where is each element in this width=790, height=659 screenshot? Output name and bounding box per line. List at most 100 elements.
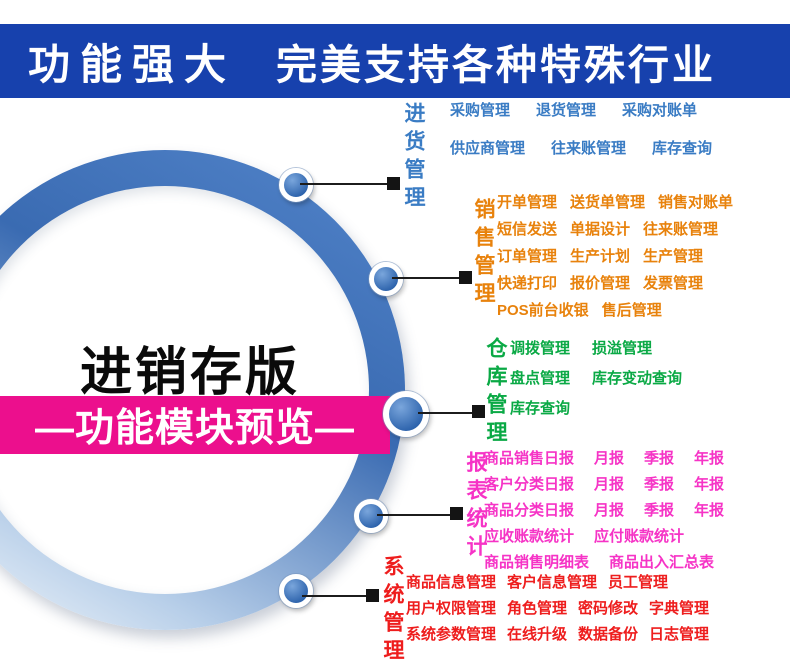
module-row: 供应商管理往来账管理库存查询 <box>450 140 712 158</box>
module-row: 采购管理 退货管理 采购对账单 <box>450 102 712 120</box>
module-row: 商品销售日报 月报 季报 年报 <box>484 450 724 468</box>
module-item: 损溢管理 <box>592 340 653 357</box>
node-dot-reports <box>354 499 388 533</box>
module-item: 季报 <box>644 476 675 493</box>
module-item: 客户分类日报 <box>484 476 575 493</box>
product-title: 进销存版 <box>79 344 300 402</box>
module-item: 系统参数管理 <box>406 626 497 643</box>
connector-bullet <box>387 177 400 190</box>
module-item: 盘点管理 <box>510 370 571 387</box>
module-row: 短信发送单据设计往来账管理 <box>497 221 733 239</box>
module-item: 年报 <box>694 502 725 519</box>
module-row: 库存查询 <box>510 400 682 418</box>
module-row: 调拨管理 损溢管理 <box>510 340 682 358</box>
module-item: 字典管理 <box>649 600 710 617</box>
hub-circle-inner <box>0 186 369 594</box>
header-banner: 功能强大 完美支持各种特殊行业 <box>0 24 790 98</box>
module-row: 用户权限管理角色管理密码修改字典管理 <box>406 600 709 618</box>
module-item: 在线升级 <box>507 626 568 643</box>
module-item: 生产管理 <box>643 248 704 265</box>
module-row: 商品分类日报 月报 季报 年报 <box>484 502 724 520</box>
connector-line <box>418 412 476 414</box>
node-dot-sales <box>369 262 403 296</box>
module-label: 系统管理 <box>381 555 404 659</box>
module-item: 开单管理 <box>497 194 558 211</box>
module-item: 调拨管理 <box>510 340 571 357</box>
module-items: 商品信息管理客户信息管理员工管理用户权限管理角色管理密码修改字典管理系统参数管理… <box>406 574 709 652</box>
hub-circle <box>0 150 405 630</box>
module-items: 采购管理 退货管理 采购对账单供应商管理往来账管理库存查询 <box>450 102 712 178</box>
module-item: 用户权限管理 <box>406 600 497 617</box>
module-item: 商品销售日报 <box>484 450 575 467</box>
module-item: 密码修改 <box>578 600 639 617</box>
module-item: 短信发送 <box>497 221 558 238</box>
module-item: 年报 <box>694 450 725 467</box>
module-item: 商品分类日报 <box>484 502 575 519</box>
module-item: 客户信息管理 <box>507 574 598 591</box>
node-dot-system <box>279 574 313 608</box>
module-item: 单据设计 <box>570 221 631 238</box>
module-item: 退货管理 <box>536 102 597 119</box>
module-item: 库存查询 <box>510 400 571 417</box>
module-row: 订单管理生产计划生产管理 <box>497 248 733 266</box>
module-item: 应收账款统计 <box>484 528 575 545</box>
connector-bullet <box>472 405 485 418</box>
module-item: 采购对账单 <box>622 102 698 119</box>
module-label: 仓库管理 <box>484 337 507 449</box>
module-item: POS前台收银 <box>497 302 589 319</box>
module-item: 发票管理 <box>643 275 704 292</box>
module-item: 生产计划 <box>570 248 631 265</box>
module-item: 报价管理 <box>570 275 631 292</box>
module-item: 库存变动查询 <box>592 370 683 387</box>
module-label: 销售管理 <box>472 198 495 310</box>
connector-line <box>392 277 462 279</box>
module-item: 月报 <box>594 476 625 493</box>
module-items: 商品销售日报月报季报年报客户分类日报月报季报年报商品分类日报月报季报年报应收账款… <box>484 450 724 580</box>
module-item: 季报 <box>644 502 675 519</box>
connector-bullet <box>459 271 472 284</box>
module-row: 盘点管理 库存变动查询 <box>510 370 682 388</box>
module-row: 系统参数管理在线升级数据备份日志管理 <box>406 626 709 644</box>
module-item: 快递打印 <box>497 275 558 292</box>
module-row: 应收账款统计 应付账款统计 <box>484 528 724 546</box>
banner-title-left: 功能强大 <box>28 40 237 88</box>
module-row: 开单管理送货单管理销售对账单 <box>497 194 733 212</box>
module-item: 数据备份 <box>578 626 639 643</box>
module-item: 年报 <box>694 476 725 493</box>
module-item: 商品出入汇总表 <box>609 554 715 571</box>
module-item: 库存查询 <box>652 140 713 157</box>
module-item: 送货单管理 <box>570 194 646 211</box>
module-row: 商品销售明细表 商品出入汇总表 <box>484 554 724 572</box>
module-item: 员工管理 <box>608 574 669 591</box>
module-item: 销售对账单 <box>658 194 734 211</box>
module-item: 商品销售明细表 <box>484 554 590 571</box>
connector-line <box>377 514 453 516</box>
module-label: 进货管理 <box>402 102 425 214</box>
module-items: 开单管理送货单管理销售对账单短信发送单据设计往来账管理订单管理生产计划生产管理快… <box>497 194 733 329</box>
connector-bullet <box>366 589 379 602</box>
module-preview-ribbon: —功能模块预览— <box>0 396 390 454</box>
connector-bullet <box>450 507 463 520</box>
module-item: 月报 <box>594 502 625 519</box>
module-item: 日志管理 <box>649 626 710 643</box>
module-row: 客户分类日报 月报 季报 年报 <box>484 476 724 494</box>
module-item: 月报 <box>594 450 625 467</box>
module-item: 角色管理 <box>507 600 568 617</box>
module-label: 报表统计 <box>464 451 487 563</box>
module-item: 季报 <box>644 450 675 467</box>
module-item: 供应商管理 <box>450 140 526 157</box>
module-items: 调拨管理 损溢管理盘点管理 库存变动查询库存查询 <box>510 340 682 430</box>
module-item: 采购管理 <box>450 102 511 119</box>
module-row: 商品信息管理客户信息管理员工管理 <box>406 574 709 592</box>
module-row: POS前台收银售后管理 <box>497 302 733 320</box>
node-dot-warehouse <box>383 391 429 437</box>
banner-title-right: 完美支持各种特殊行业 <box>276 42 717 88</box>
connector-line <box>302 595 369 597</box>
module-item: 订单管理 <box>497 248 558 265</box>
module-item: 应付账款统计 <box>594 528 685 545</box>
module-row: 快递打印报价管理发票管理 <box>497 275 733 293</box>
connector-line <box>300 183 390 185</box>
module-item: 售后管理 <box>601 302 662 319</box>
node-dot-purchase <box>279 168 313 202</box>
